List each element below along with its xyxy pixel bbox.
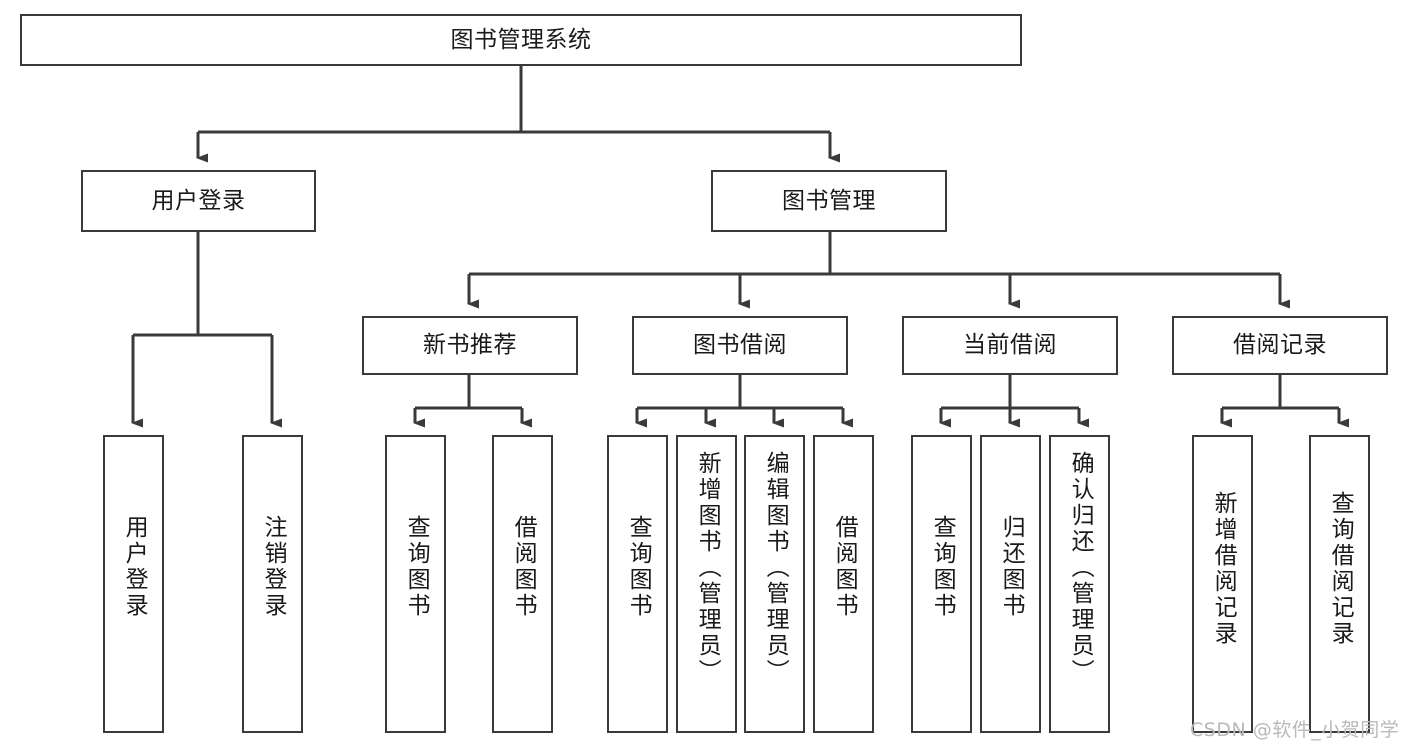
node-leaf-query-book-1[interactable]: 查询图书 [385,435,446,733]
node-leaf-borrow-book-2-label: 借阅图书 [831,515,858,619]
node-leaf-edit-book[interactable]: 编辑图书（管理员） [744,435,805,733]
node-leaf-query-book-2-label: 查询图书 [625,515,652,619]
node-leaf-query-book-1-label: 查询图书 [403,515,430,619]
node-root[interactable]: 图书管理系统 [20,14,1022,66]
node-borrow-record[interactable]: 借阅记录 [1172,316,1388,375]
node-leaf-edit-book-label: 编辑图书（管理员） [762,451,789,685]
node-book-borrow[interactable]: 图书借阅 [632,316,848,375]
node-leaf-query-book-3-label: 查询图书 [929,515,956,619]
node-new-book-recommend-label: 新书推荐 [423,332,517,359]
node-leaf-add-book[interactable]: 新增图书（管理员） [676,435,737,733]
node-leaf-return-book[interactable]: 归还图书 [980,435,1041,733]
node-leaf-add-record-label: 新增借阅记录 [1210,491,1237,647]
node-book-borrow-label: 图书借阅 [693,332,787,359]
node-leaf-query-record[interactable]: 查询借阅记录 [1309,435,1370,733]
node-leaf-add-book-label: 新增图书（管理员） [694,451,721,685]
node-leaf-user-logout[interactable]: 注销登录 [242,435,303,733]
node-leaf-query-record-label: 查询借阅记录 [1327,491,1354,647]
node-user-login-label: 用户登录 [151,187,246,214]
node-leaf-user-logout-label: 注销登录 [260,515,287,619]
node-borrow-record-label: 借阅记录 [1233,332,1327,359]
node-leaf-confirm-return[interactable]: 确认归还（管理员） [1049,435,1110,733]
node-leaf-confirm-return-label: 确认归还（管理员） [1067,451,1094,685]
node-current-borrow[interactable]: 当前借阅 [902,316,1118,375]
node-leaf-user-login-label: 用户登录 [121,515,148,619]
node-book-manage-label: 图书管理 [782,187,876,214]
node-leaf-return-book-label: 归还图书 [998,515,1025,619]
node-leaf-borrow-book-1-label: 借阅图书 [510,515,537,619]
node-new-book-recommend[interactable]: 新书推荐 [362,316,578,375]
node-leaf-user-login[interactable]: 用户登录 [103,435,164,733]
node-leaf-borrow-book-2[interactable]: 借阅图书 [813,435,874,733]
node-current-borrow-label: 当前借阅 [963,332,1057,359]
node-leaf-add-record[interactable]: 新增借阅记录 [1192,435,1253,733]
watermark-text: CSDN @软件_小贺同学 [1190,719,1400,741]
node-leaf-query-book-3[interactable]: 查询图书 [911,435,972,733]
node-user-login[interactable]: 用户登录 [81,170,316,232]
node-leaf-borrow-book-1[interactable]: 借阅图书 [492,435,553,733]
node-book-manage[interactable]: 图书管理 [711,170,947,232]
node-root-label: 图书管理系统 [450,26,592,53]
node-leaf-query-book-2[interactable]: 查询图书 [607,435,668,733]
